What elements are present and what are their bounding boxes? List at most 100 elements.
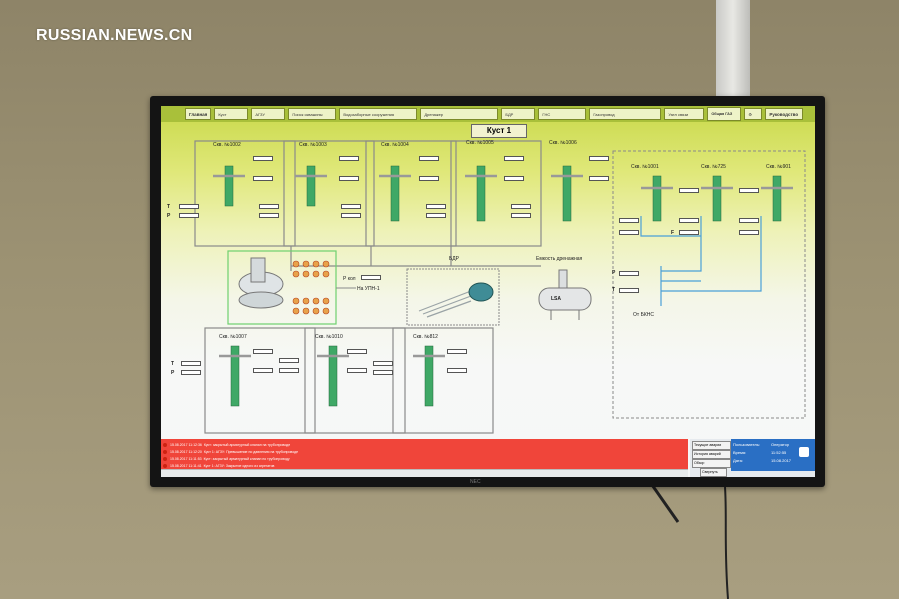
to-upn-label: На УПН-1 xyxy=(357,286,380,292)
value-box xyxy=(419,176,439,181)
value-box xyxy=(619,288,639,293)
value-box xyxy=(426,213,446,218)
well-label: Скв. №725 xyxy=(701,164,726,170)
session-info: Пользователь: Оператор Время: 11:52:55 Д… xyxy=(731,439,815,471)
value-box xyxy=(347,368,367,373)
dropdown-water-intake[interactable]: Водозаборные сооружения xyxy=(339,108,418,120)
settings-icon[interactable]: ⚙ xyxy=(744,108,763,120)
dropdown-bdr[interactable]: БДР xyxy=(501,108,536,120)
gas-button[interactable]: Общая ГАЗ xyxy=(707,107,742,121)
value-box xyxy=(589,176,609,181)
well-label: Скв. №901 xyxy=(766,164,791,170)
lsa-label: LSA xyxy=(551,296,561,302)
date-label: Дата: xyxy=(733,458,743,463)
dropdown-kust[interactable]: Куст xyxy=(214,108,249,120)
alarm-row[interactable]: 15.08.2017 11:11:41 Куст 1: АГЗУ: Закрыт… xyxy=(163,464,683,470)
t-label: Т xyxy=(167,204,171,210)
well-label: Скв. №1005 xyxy=(466,140,494,146)
collapse-button[interactable]: Свернуть xyxy=(700,468,727,477)
dropdown-agzu[interactable]: АГЗУ xyxy=(251,108,286,120)
dropdown-gns[interactable]: ГНС xyxy=(538,108,587,120)
alarm-history-button[interactable]: История аварий xyxy=(692,450,731,459)
overview-button[interactable]: Обзор xyxy=(692,459,731,468)
alarm-icon xyxy=(163,464,167,469)
well-label: Скв. №1002 xyxy=(213,142,241,148)
alarm-row[interactable]: 15.08.2017 11:12:20 Куст 1: АГЗУ: Превыш… xyxy=(163,450,683,456)
alarm-icon xyxy=(163,443,167,448)
value-box xyxy=(253,156,273,161)
p-kol-value xyxy=(361,275,381,280)
scada-screen: Главная Куст АГЗУ Поиск скважины Водозаб… xyxy=(161,106,815,477)
guide-button[interactable]: Руководство xyxy=(765,108,804,120)
well-label: Скв. №1007 xyxy=(219,334,247,340)
alarm-row[interactable]: 15.08.2017 11:12:36 Куст: закрытый армат… xyxy=(163,443,683,449)
toolbar: Главная Куст АГЗУ Поиск скважины Водозаб… xyxy=(161,106,815,122)
value-box xyxy=(419,156,439,161)
value-box xyxy=(279,358,299,363)
value-box xyxy=(253,368,273,373)
dropdown-well-search[interactable]: Поиск скважины xyxy=(288,108,337,120)
value-box xyxy=(739,218,759,223)
well-label: Скв. №1003 xyxy=(299,142,327,148)
value-box xyxy=(619,271,639,276)
value-box xyxy=(679,188,699,193)
value-box xyxy=(179,213,199,218)
home-button[interactable]: Главная xyxy=(185,108,212,120)
value-box xyxy=(426,204,446,209)
t-label: Т xyxy=(171,361,175,367)
value-box xyxy=(739,188,759,193)
well-label: Скв. №1006 xyxy=(549,140,577,146)
status-bar xyxy=(161,469,688,477)
well-label: Скв. №1004 xyxy=(381,142,409,148)
value-box xyxy=(181,370,201,375)
value-box xyxy=(447,368,467,373)
p-label: Р xyxy=(167,213,171,219)
value-box xyxy=(341,213,361,218)
user-value: Оператор xyxy=(771,442,790,447)
value-box xyxy=(739,230,759,235)
tv-brand: NEC xyxy=(470,479,481,485)
value-box xyxy=(589,156,609,161)
value-box xyxy=(253,349,273,354)
dropdown-comm-node[interactable]: Узел связи xyxy=(664,108,705,120)
well-label: Скв. №1010 xyxy=(315,334,343,340)
value-box xyxy=(339,156,359,161)
alarm-row[interactable]: 15.08.2017 11:11:53 Куст: закрытый армат… xyxy=(163,457,683,463)
p-label: Р xyxy=(171,370,175,376)
time-label: Время: xyxy=(733,450,747,455)
value-box xyxy=(373,370,393,375)
value-box xyxy=(373,361,393,366)
date-value: 15.08.2017 xyxy=(771,458,792,463)
value-box xyxy=(619,218,639,223)
value-box xyxy=(253,176,273,181)
alarm-icon xyxy=(163,457,167,462)
value-box xyxy=(511,213,531,218)
value-box xyxy=(279,368,299,373)
p-label: Р xyxy=(612,270,616,276)
t-label: Т xyxy=(612,287,616,293)
value-box xyxy=(259,213,279,218)
user-label: Пользователь: xyxy=(733,442,761,447)
value-box xyxy=(511,204,531,209)
value-box xyxy=(339,176,359,181)
value-box xyxy=(179,204,199,209)
wall-trim xyxy=(716,0,750,96)
tv-wall-mount xyxy=(648,482,680,523)
value-box xyxy=(679,230,699,235)
value-box xyxy=(504,156,524,161)
page-title: Куст 1 xyxy=(471,124,527,138)
bdr-label: БДР xyxy=(449,256,460,262)
value-box xyxy=(259,204,279,209)
well-label: Скв. №1001 xyxy=(631,164,659,170)
value-box xyxy=(619,230,639,235)
p-kol-label: Р кол xyxy=(343,276,356,282)
value-box xyxy=(181,361,201,366)
current-alarms-button[interactable]: Текущие аварии xyxy=(692,441,731,450)
dropdown-drainage[interactable]: Дренажер xyxy=(420,108,499,120)
info-panel: Текущие аварии История аварий Обзор Свер… xyxy=(690,439,815,477)
user-avatar-icon xyxy=(799,447,809,457)
f-label: F xyxy=(671,230,675,236)
drain-tank-label: Емкость дренажная xyxy=(536,256,583,262)
dropdown-gas-pipeline[interactable]: Газопровод xyxy=(589,108,662,120)
power-cable xyxy=(724,487,729,599)
